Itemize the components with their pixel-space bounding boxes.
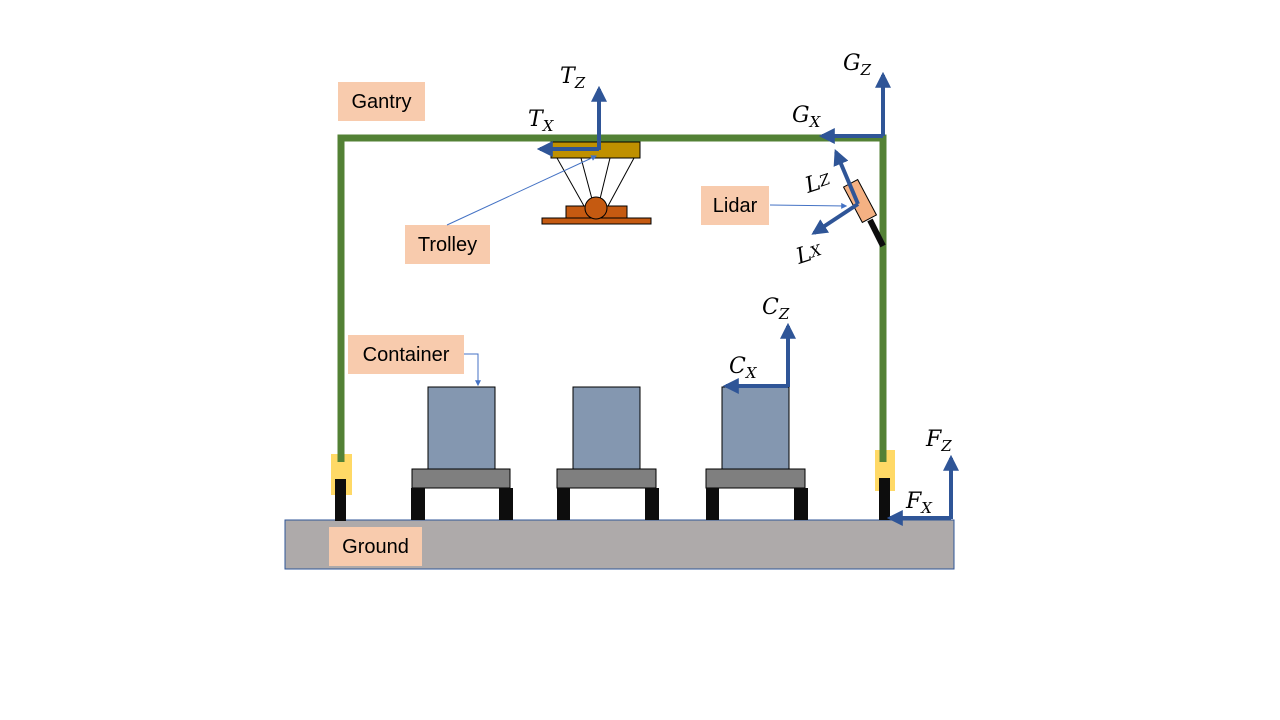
- lidar-leader-line: [769, 202, 848, 209]
- chassis: [705, 468, 806, 489]
- trolley-z-axis-label: TZ: [560, 64, 586, 92]
- chassis-leg: [794, 488, 808, 520]
- label-container: Container: [348, 335, 464, 374]
- label-box: [348, 335, 464, 374]
- hoist-cable: [556, 157, 585, 207]
- label-text: Trolley: [418, 234, 477, 256]
- lidar-x-axis-label: LX: [792, 238, 826, 270]
- label-text: Ground: [342, 536, 409, 558]
- container-stack-1: [411, 386, 513, 520]
- container-stack-2: [556, 386, 659, 520]
- label-gantry: Gantry: [338, 82, 425, 121]
- chassis-leg: [645, 488, 659, 520]
- chassis: [556, 468, 657, 489]
- lidar-x-axis-arrow: [811, 202, 860, 235]
- chassis-leg: [557, 488, 570, 520]
- label-box: [405, 225, 490, 264]
- container-frame-axes: [722, 322, 796, 394]
- trolley-leader-line: [446, 155, 598, 226]
- container-z-axis-label: CZ: [762, 295, 790, 323]
- trolley-assembly: [541, 141, 652, 225]
- gantry-frame: [337, 134, 887, 462]
- hook-circle: [584, 196, 608, 220]
- chassis-leg: [706, 488, 719, 520]
- label-text: Container: [363, 344, 450, 366]
- hoist-cable: [599, 157, 611, 200]
- label-ground: Ground: [329, 527, 422, 566]
- label-text: Gantry: [351, 91, 411, 113]
- trolley-x-axis-label: TX: [528, 107, 555, 135]
- label-text: Lidar: [713, 195, 758, 217]
- ground-x-axis-label: FX: [905, 489, 933, 517]
- chassis-leg: [411, 488, 425, 520]
- container-box: [427, 386, 496, 470]
- container-box: [572, 386, 641, 470]
- label-box: [338, 82, 425, 121]
- ground-z-axis-label: FZ: [925, 427, 952, 455]
- gantry-left-leg-base: [335, 479, 346, 521]
- chassis: [411, 468, 511, 489]
- container-leader-line: [464, 353, 481, 387]
- container-x-axis-label: CX: [729, 354, 758, 382]
- gantry-x-axis-label: GX: [792, 103, 822, 131]
- chassis-leg: [499, 488, 513, 520]
- label-lidar: Lidar: [701, 186, 769, 225]
- hoist-cable: [580, 157, 593, 200]
- hoist-cable: [607, 157, 635, 207]
- trolley-frame-axes: [536, 85, 607, 157]
- gantry-right-leg-base: [879, 478, 890, 520]
- label-box: [701, 186, 769, 225]
- label-trolley: Trolley: [405, 225, 490, 264]
- lidar-z-axis-arrow: [833, 149, 860, 205]
- lidar-sensor: [842, 178, 886, 248]
- lidar-mount: [867, 218, 886, 248]
- container-box: [721, 386, 790, 470]
- container-stack-3: [705, 386, 808, 520]
- gantry-frame-axes: [818, 71, 891, 144]
- label-box: [329, 527, 422, 566]
- lidar-frame-axes: [811, 149, 860, 235]
- lidar-z-axis-label: LZ: [801, 167, 834, 199]
- gantry-z-axis-label: GZ: [843, 51, 872, 79]
- ground-frame-axes: [886, 454, 959, 526]
